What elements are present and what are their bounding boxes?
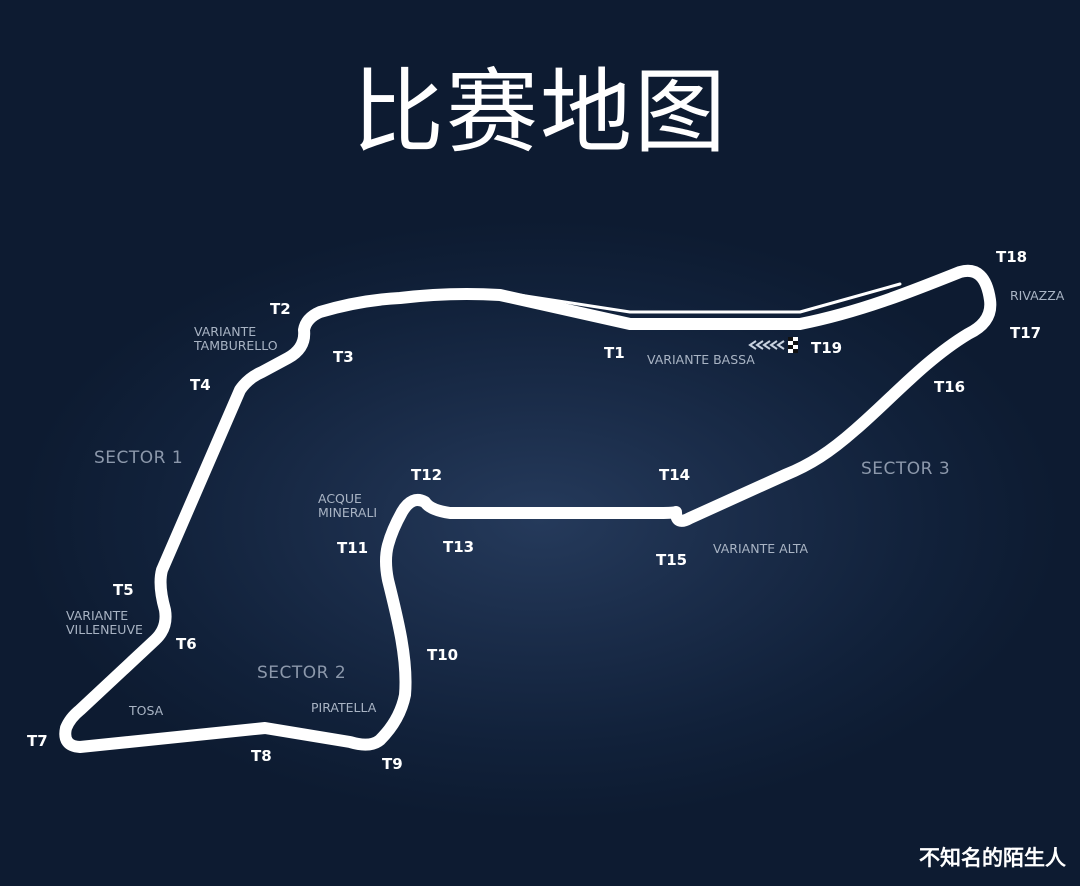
turn-label-t9: T9 xyxy=(382,755,403,773)
turn-label-t4: T4 xyxy=(190,376,211,394)
corner-variante-alta: VARIANTE ALTA xyxy=(713,541,809,556)
turn-label-t6: T6 xyxy=(176,635,197,653)
corner-acque-minerali-line1: ACQUE xyxy=(318,491,362,506)
corner-variante-villeneuve-line1: VARIANTE xyxy=(66,608,128,623)
turn-label-t14: T14 xyxy=(659,466,690,484)
turn-label-t15: T15 xyxy=(656,551,687,569)
sector-1-label: SECTOR 1 xyxy=(94,448,183,468)
turn-label-t17: T17 xyxy=(1010,324,1041,342)
turn-label-t13: T13 xyxy=(443,538,474,556)
turn-label-t12: T12 xyxy=(411,466,442,484)
author-credit: 不知名的陌生人 xyxy=(919,846,1066,870)
turn-label-t10: T10 xyxy=(427,646,458,664)
turn-label-t7: T7 xyxy=(27,732,48,750)
corner-variante-villeneuve-line2: VILLENEUVE xyxy=(66,622,143,637)
corner-variante-tamburello-line2: TAMBURELLO xyxy=(193,338,278,353)
turn-label-t8: T8 xyxy=(251,747,272,765)
start-arrows-icon xyxy=(748,340,785,350)
corner-rivazza: RIVAZZA xyxy=(1010,288,1065,303)
race-track xyxy=(59,264,997,753)
corner-variante-tamburello-line1: VARIANTE xyxy=(194,324,256,339)
sector-3-label: SECTOR 3 xyxy=(861,459,950,479)
turn-label-t3: T3 xyxy=(333,348,354,366)
corner-acque-minerali-line2: MINERALI xyxy=(318,505,377,520)
turn-label-t16: T16 xyxy=(934,378,965,396)
checkered-flag-icon xyxy=(788,337,798,353)
turn-label-t11: T11 xyxy=(337,539,368,557)
corner-variante-bassa: VARIANTE BASSA xyxy=(647,352,755,367)
pit-lane xyxy=(498,282,902,314)
turn-label-t1: T1 xyxy=(604,344,625,362)
turn-label-t2: T2 xyxy=(270,300,291,318)
map-title: 比赛地图 xyxy=(351,59,728,166)
sector-2-label: SECTOR 2 xyxy=(257,663,346,683)
turn-label-t18: T18 xyxy=(996,248,1027,266)
turn-label-t5: T5 xyxy=(113,581,134,599)
turn-label-t19: T19 xyxy=(811,339,842,357)
corner-piratella: PIRATELLA xyxy=(311,700,377,715)
corner-tosa: TOSA xyxy=(128,703,164,718)
